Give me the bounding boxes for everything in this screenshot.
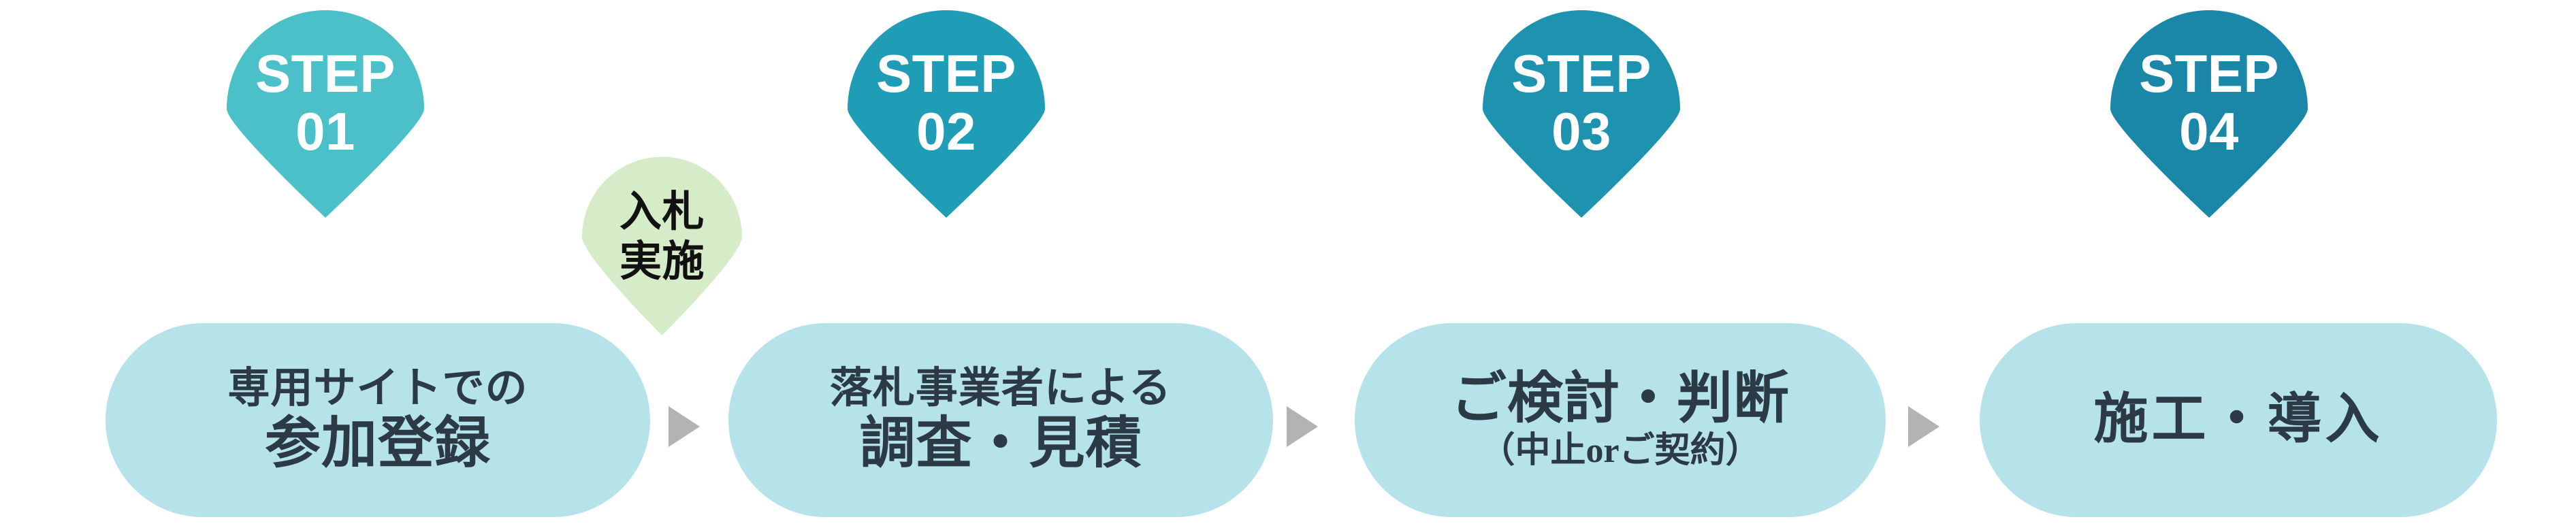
step-pill-3-line2: （中止orご契約） xyxy=(1479,431,1761,471)
pin-shape-step-04 xyxy=(2110,10,2308,218)
step-pill-2-line1: 落札事業者による xyxy=(829,365,1172,412)
pin-shape-step-01 xyxy=(227,10,424,218)
pin-shape-bidding xyxy=(582,156,742,335)
arrow-separator-2 xyxy=(1287,406,1318,447)
step-pill-3[interactable]: ご検討・判断 （中止orご契約） xyxy=(1355,323,1886,517)
step-pill-4-line1: 施工・導入 xyxy=(2093,389,2383,450)
arrow-separator-3 xyxy=(1908,406,1939,447)
step-pill-1[interactable]: 専用サイトでの 参加登録 xyxy=(106,323,650,517)
pin-step-02: STEP 02 xyxy=(848,10,1045,218)
pin-shape-step-02 xyxy=(848,10,1045,218)
step-pill-2[interactable]: 落札事業者による 調査・見積 xyxy=(728,323,1273,517)
pin-shape-step-03 xyxy=(1483,10,1680,218)
arrow-separator-1 xyxy=(669,406,700,447)
pin-step-03: STEP 03 xyxy=(1483,10,1680,218)
pin-step-04: STEP 04 xyxy=(2110,10,2308,218)
step-pill-3-line1: ご検討・判断 xyxy=(1450,367,1790,430)
pin-step-01: STEP 01 xyxy=(227,10,424,218)
step-pill-4[interactable]: 施工・導入 xyxy=(1980,323,2497,517)
step-pill-1-line1: 専用サイトでの xyxy=(227,365,528,412)
pin-bidding: 入札 実施 xyxy=(582,156,742,335)
step-pill-1-line2: 参加登録 xyxy=(264,412,491,475)
step-pill-2-line2: 調査・見積 xyxy=(859,412,1142,475)
